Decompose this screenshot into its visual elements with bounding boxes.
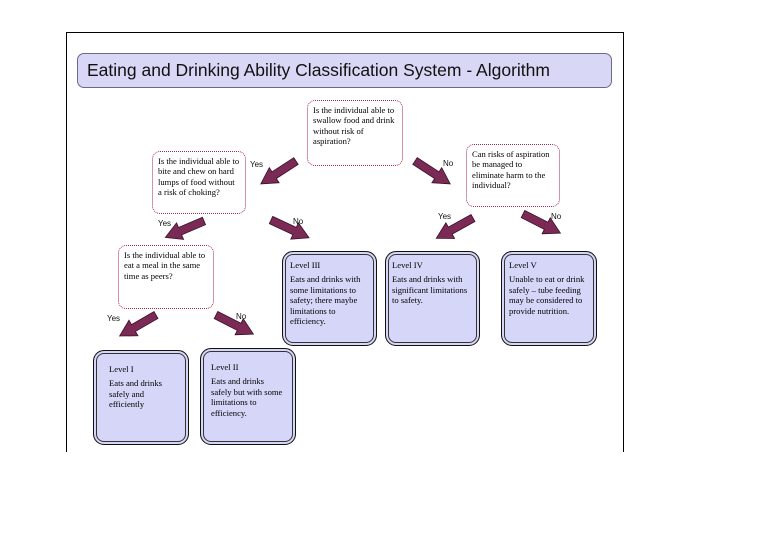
label-q2-yes: Yes (158, 219, 172, 228)
level-iii-description: Eats and drinks with some limitations to… (290, 274, 361, 327)
level-v-box: Level V Unable to eat or drink safely – … (501, 251, 597, 346)
level-ii-description: Eats and drinks safely but with some lim… (211, 376, 283, 418)
level-ii-title: Level II (211, 362, 239, 372)
level-iv-description: Eats and drinks with significant limitat… (392, 274, 468, 306)
arrow-q4-yes (114, 306, 161, 345)
level-iii-box: Level III Eats and drinks with some limi… (282, 251, 377, 346)
question-swallow-safely: Is the individual able to swallow food a… (307, 100, 403, 166)
level-iv-title: Level IV (392, 260, 423, 270)
label-q4-yes: Yes (107, 314, 121, 323)
label-q1-no: No (443, 159, 454, 168)
arrow-q2-no (266, 211, 314, 247)
level-iv-box: Level IV Eats and drinks with significan… (385, 251, 480, 346)
level-v-title: Level V (509, 260, 537, 270)
level-i-title: Level I (109, 364, 134, 374)
label-q3-yes: Yes (438, 212, 452, 221)
diagram-title: Eating and Drinking Ability Classificati… (77, 53, 612, 88)
label-q4-no: No (236, 312, 247, 321)
label-q3-no: No (551, 212, 562, 221)
arrow-q4-no (211, 306, 259, 343)
label-q2-no: No (293, 217, 304, 226)
level-iii-title: Level III (290, 260, 321, 270)
level-i-description: Eats and drinks safely and efficiently (109, 378, 162, 410)
level-v-description: Unable to eat or drink safely – tube fee… (509, 274, 585, 316)
level-i-box: Level I Eats and drinks safely and effic… (93, 350, 189, 445)
question-manage-aspiration-risk: Can risks of aspiration be managed to el… (466, 144, 560, 207)
label-q1-yes: Yes (250, 160, 264, 169)
question-bite-and-chew: Is the individual able to bite and chew … (152, 151, 246, 214)
level-ii-box: Level II Eats and drinks safely but with… (200, 348, 296, 445)
question-meal-time-as-peers: Is the individual able to eat a meal in … (118, 245, 214, 309)
slide-frame (66, 32, 624, 452)
arrow-q2-yes (161, 212, 209, 247)
